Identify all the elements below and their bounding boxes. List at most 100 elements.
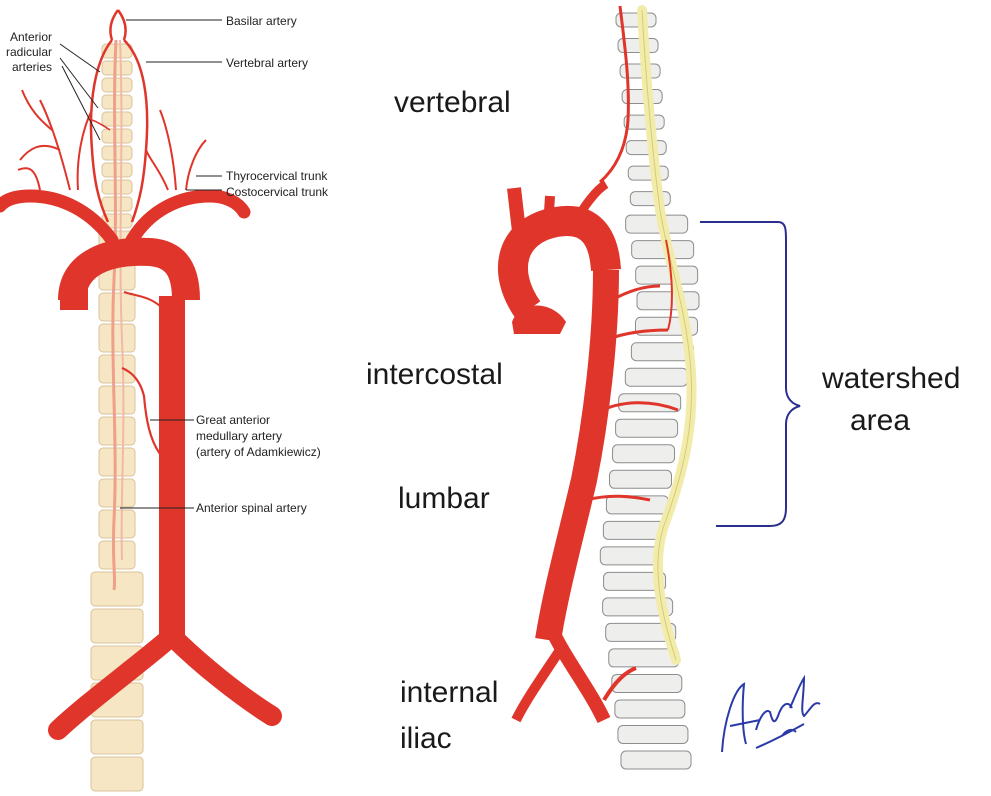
left-radicular-branch [91, 119, 111, 131]
left-vertebra-22 [90, 571, 144, 607]
label-adamkiewicz-2: medullary artery [196, 429, 282, 443]
right-vertebra-17 [612, 444, 676, 464]
right-vertebra-23 [602, 597, 674, 617]
right-vertebra-29 [620, 750, 692, 770]
radicular-leader-3 [61, 65, 101, 141]
label-adamkiewicz-1: Great anterior [196, 413, 270, 427]
left-vertebra-8 [101, 179, 133, 195]
left-vertebral-artery [89, 39, 113, 223]
left-vertebra-27 [90, 756, 144, 792]
label-adamkiewicz-3: (artery of Adamkiewicz) [196, 445, 321, 459]
label-thyrocervical-trunk: Thyrocervical trunk [226, 169, 328, 183]
label-vertebral: vertebral [394, 86, 511, 119]
left-vertebra-16 [98, 385, 136, 415]
label-watershed: watershed [821, 362, 960, 395]
right-vertebra-27 [614, 699, 686, 719]
label-anterior-radicular-3: arteries [12, 60, 52, 74]
right-vertebra-14 [624, 367, 688, 387]
right-vertebra-22 [603, 571, 667, 591]
lumbar-branch [585, 494, 651, 502]
artery-of-adamkiewicz [121, 366, 161, 455]
right-neck-branch-3 [145, 149, 169, 191]
left-common-iliac [48, 626, 182, 740]
right-vertebra-5 [625, 140, 667, 156]
spinal-cord-outline [641, 9, 693, 661]
left-neck-branch-4 [76, 109, 93, 191]
left-vertebra-17 [98, 416, 136, 446]
arch-branch-2 [543, 195, 555, 229]
left-vertebra-7 [101, 162, 133, 178]
label-iliac: iliac [400, 722, 452, 755]
left-vertebra-13 [98, 292, 136, 322]
right-diagram: vertebral intercostal lumbar internal il… [366, 5, 960, 770]
adamkiewicz-branch-right [665, 239, 673, 331]
right-vertebra-16 [615, 418, 679, 438]
label-anterior-spinal-artery: Anterior spinal artery [196, 501, 307, 515]
left-subclavian-artery [0, 189, 119, 247]
right-aortic-arch [498, 205, 621, 319]
left-vertebra-6 [101, 145, 133, 161]
label-costocervical-trunk: Costocervical trunk [226, 185, 329, 199]
left-vertebra-1 [101, 60, 133, 76]
right-vertebra-26 [611, 673, 683, 693]
right-vertebra-11 [636, 291, 700, 311]
label-area: area [850, 404, 910, 437]
intercostal-branch-2 [605, 328, 669, 342]
basilar-artery [109, 9, 120, 41]
left-neck-branch-2 [19, 144, 61, 161]
left-vertebral-column [90, 43, 144, 792]
anterior-spinal-artery-line-2 [119, 39, 125, 561]
left-vertebra-2 [101, 77, 133, 93]
right-vertebral-artery [123, 39, 149, 223]
right-internal-iliac [511, 647, 565, 723]
right-common-iliac [545, 626, 611, 724]
intercostal-branch-1 [611, 284, 661, 302]
left-vertebra-4 [101, 111, 133, 127]
anterior-spinal-artery-line [111, 39, 118, 591]
right-subclavian-artery [125, 189, 251, 247]
ascending-aorta-stub [60, 288, 88, 310]
arch-branch-3 [570, 180, 609, 227]
aortic-arch [58, 237, 200, 302]
left-vertebra-19 [98, 478, 136, 508]
right-vertebra-24 [605, 622, 677, 642]
aortic-root [512, 305, 566, 334]
right-common-iliac [162, 626, 282, 726]
arch-branch-1 [507, 187, 527, 241]
left-diagram: Basilar artery Vertebral artery Anterior… [0, 9, 329, 792]
right-vertebra-10 [635, 265, 699, 285]
radicular-leader-1 [59, 43, 101, 73]
right-vertebra-6 [627, 165, 669, 181]
left-neck-branch-3 [21, 89, 53, 131]
label-internal: internal [400, 676, 498, 709]
right-vertebra-7 [629, 191, 671, 207]
right-vertebra-28 [617, 724, 689, 744]
right-descending-aorta [535, 269, 619, 643]
left-vertebra-15 [98, 354, 136, 384]
left-vertebra-9 [101, 196, 133, 212]
left-vertebra-23 [90, 608, 144, 644]
left-vertebra-21 [98, 540, 136, 570]
left-neck-branch-1 [39, 99, 71, 191]
signature-scribble [721, 674, 821, 753]
intercostal-branch-left [123, 291, 161, 307]
right-neck-branch-2 [185, 139, 207, 191]
basilar-artery-2 [116, 9, 127, 41]
intercostal-branch-3 [597, 401, 679, 414]
watershed-bracket [700, 221, 801, 527]
right-neck-branch-1 [159, 109, 177, 191]
label-intercostal: intercostal [366, 358, 503, 391]
label-basilar-artery: Basilar artery [226, 14, 297, 28]
left-vertebra-26 [90, 719, 144, 755]
label-anterior-radicular-1: Anterior [10, 30, 52, 44]
label-lumbar: lumbar [398, 482, 490, 515]
right-vertebra-18 [608, 469, 672, 489]
left-vertebra-20 [98, 509, 136, 539]
iliac-branch [602, 666, 637, 702]
label-anterior-radicular-2: radicular [6, 45, 52, 59]
label-vertebral-artery: Vertebral artery [226, 56, 308, 70]
right-vertebral-artery [599, 5, 630, 184]
left-vertebra-3 [101, 94, 133, 110]
